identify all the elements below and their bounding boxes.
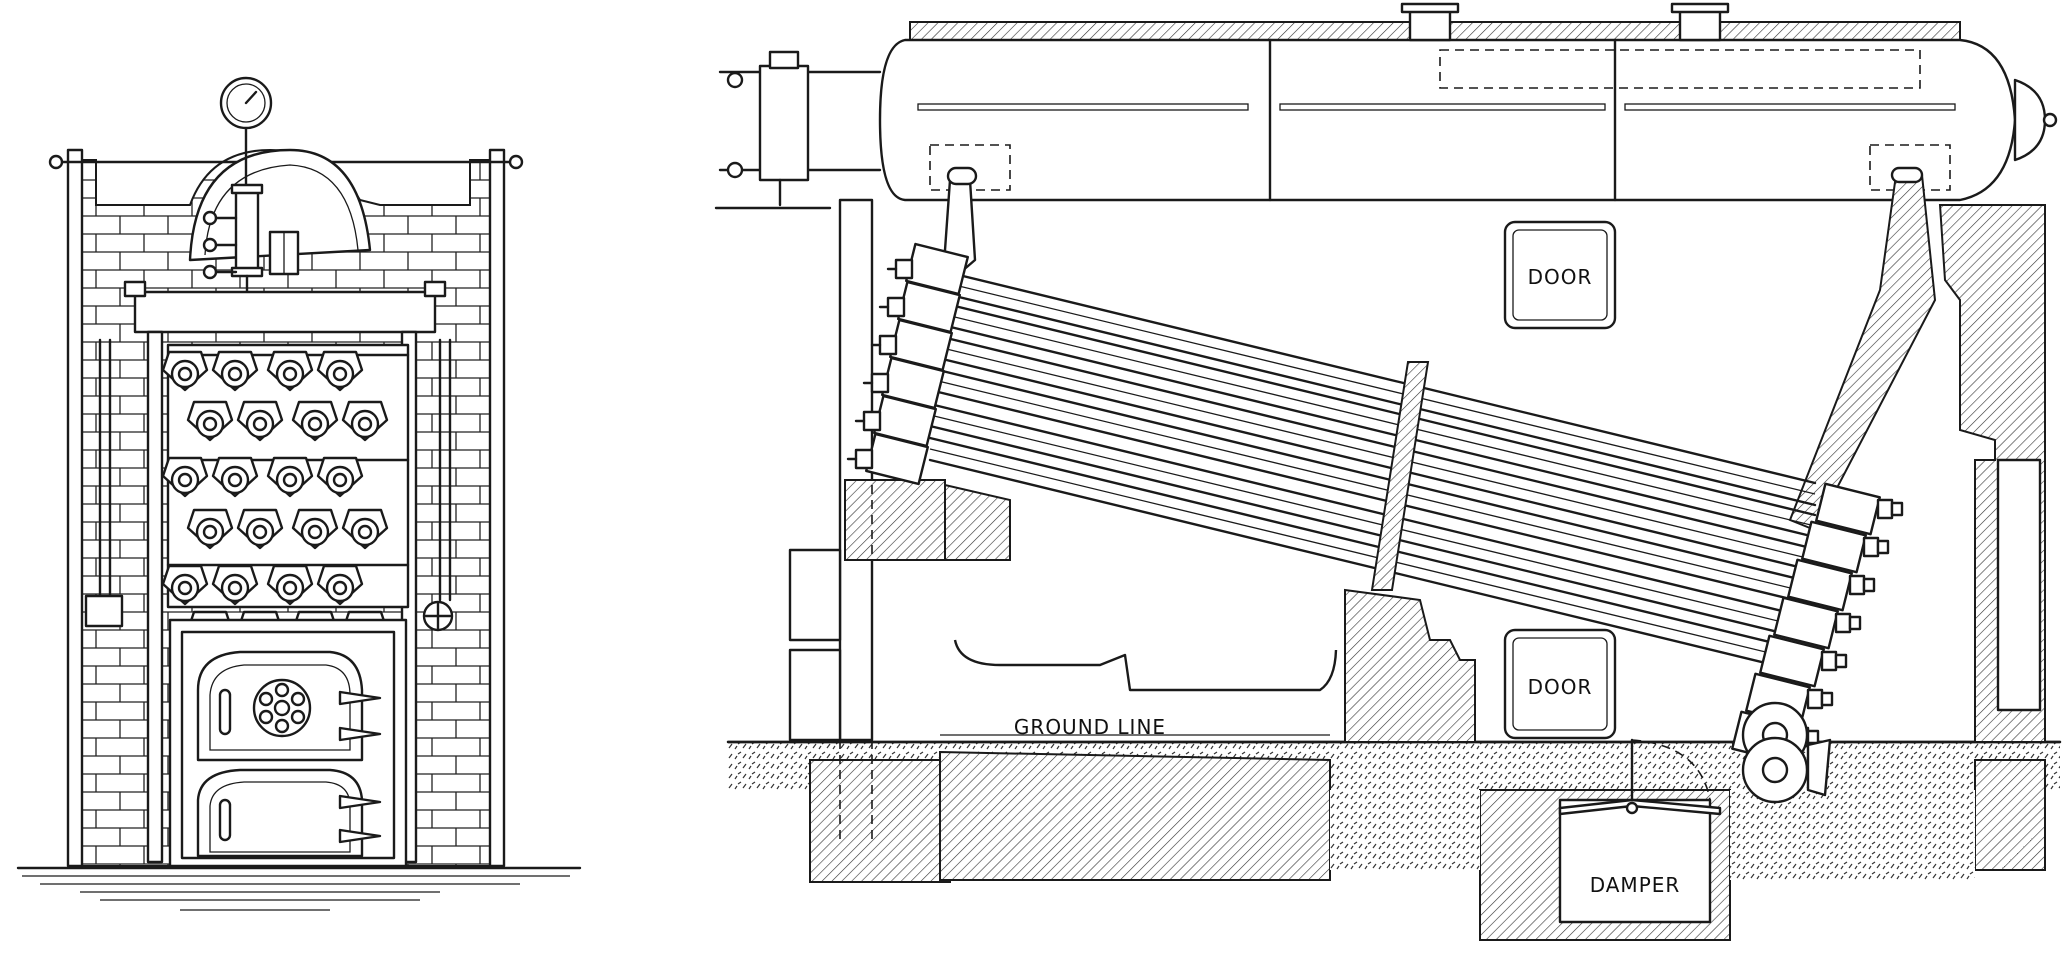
front-header xyxy=(846,242,969,486)
tube-centerline xyxy=(929,414,1816,631)
rear-header-box xyxy=(1801,520,1867,574)
steam-drum xyxy=(878,2,2058,202)
inclined-tube-bank xyxy=(928,266,1817,677)
tube-baffle xyxy=(1370,361,1430,591)
handhole-nut xyxy=(177,366,193,382)
tube-edge xyxy=(928,266,1817,485)
handhole-nut xyxy=(227,580,243,596)
tube-centerline xyxy=(929,378,1816,595)
steam-gauge-icon xyxy=(219,76,273,212)
rear-header-cap xyxy=(1806,688,1824,710)
rear-header-nut xyxy=(1820,691,1834,707)
tube-edge xyxy=(928,402,1817,621)
rear-header-cap xyxy=(1848,574,1866,596)
rear-header-nut xyxy=(1876,539,1890,555)
front-header-cap xyxy=(870,372,890,394)
rear-header-box xyxy=(1787,558,1853,612)
rear-header-box xyxy=(1815,482,1881,536)
rear-header-cap xyxy=(1876,498,1894,520)
rear-header-nut xyxy=(1834,653,1848,669)
tube-edge xyxy=(928,354,1817,573)
front-header-cap xyxy=(862,410,882,432)
tube-edge xyxy=(928,332,1817,551)
tube-centerline xyxy=(929,278,1816,495)
ground-line-label: GROUND LINE xyxy=(1014,715,1166,739)
tube-centerline xyxy=(929,344,1816,561)
handhole-nut xyxy=(177,472,193,488)
handhole-nut xyxy=(227,366,243,382)
rear-header-box xyxy=(1773,596,1839,650)
handhole-nut xyxy=(177,580,193,596)
handhole-nut xyxy=(357,524,373,540)
front-ground-lines xyxy=(16,866,582,911)
handhole-nut xyxy=(202,524,218,540)
rear-riser xyxy=(1788,166,1937,532)
tube-centerline xyxy=(929,310,1816,527)
front-tube-headers xyxy=(161,343,410,652)
handhole-nut xyxy=(332,472,348,488)
damper-label: DAMPER xyxy=(1590,873,1681,897)
rear-header-cap xyxy=(1862,536,1880,558)
tube-edge xyxy=(928,436,1817,655)
rear-header-cap xyxy=(1834,612,1852,634)
handhole-nut xyxy=(252,524,268,540)
tube-edge xyxy=(928,366,1817,585)
front-cross-beam xyxy=(133,290,437,334)
fire-door[interactable] xyxy=(196,650,382,762)
foundation xyxy=(726,740,2062,941)
handhole-nut xyxy=(282,580,298,596)
rear-header-box xyxy=(1759,634,1825,688)
front-header-cap xyxy=(878,334,898,356)
handhole-nut xyxy=(307,524,323,540)
mud-drum xyxy=(1741,701,1832,804)
tube-edge xyxy=(928,458,1817,677)
front-header-cap xyxy=(854,448,874,470)
damper[interactable]: DAMPER xyxy=(1558,738,1722,897)
tube-edge xyxy=(928,388,1817,607)
tube-edge xyxy=(928,288,1817,507)
front-buckstays xyxy=(48,148,524,868)
handhole-nut xyxy=(357,416,373,432)
rear-header-nut xyxy=(1848,615,1862,631)
side-water-column xyxy=(714,50,882,210)
tube-centerline xyxy=(929,448,1816,665)
tube-edge xyxy=(928,320,1817,539)
handhole-nut xyxy=(307,416,323,432)
front-header-cap xyxy=(886,296,906,318)
door-label-upper: DOOR xyxy=(1528,265,1593,289)
handhole-nut xyxy=(332,366,348,382)
rear-header-nut xyxy=(1862,577,1876,593)
handhole-nut xyxy=(202,416,218,432)
front-header-cap xyxy=(894,258,914,280)
furnace-side xyxy=(788,198,1338,840)
tube-edge xyxy=(928,424,1817,643)
rear-header-nut xyxy=(1806,729,1820,745)
ash-pit-door[interactable] xyxy=(196,768,382,858)
handhole-nut xyxy=(252,416,268,432)
handhole-nut xyxy=(282,472,298,488)
handhole-nut xyxy=(282,366,298,382)
rear-header-cap xyxy=(1820,650,1838,672)
front-elevation xyxy=(16,76,582,911)
door-label-lower: DOOR xyxy=(1528,675,1593,699)
bridge-wall xyxy=(1344,588,1476,743)
water-column xyxy=(202,183,264,322)
rear-header-nut xyxy=(1890,501,1904,517)
tube-edge xyxy=(928,298,1817,517)
lower-access-door[interactable]: DOOR xyxy=(1503,628,1617,740)
upper-access-door[interactable]: DOOR xyxy=(1503,220,1617,330)
handhole-nut xyxy=(332,580,348,596)
side-section: DOOR DOOR DAMPER GROUND LINE xyxy=(714,2,2062,941)
handhole-nut xyxy=(227,472,243,488)
